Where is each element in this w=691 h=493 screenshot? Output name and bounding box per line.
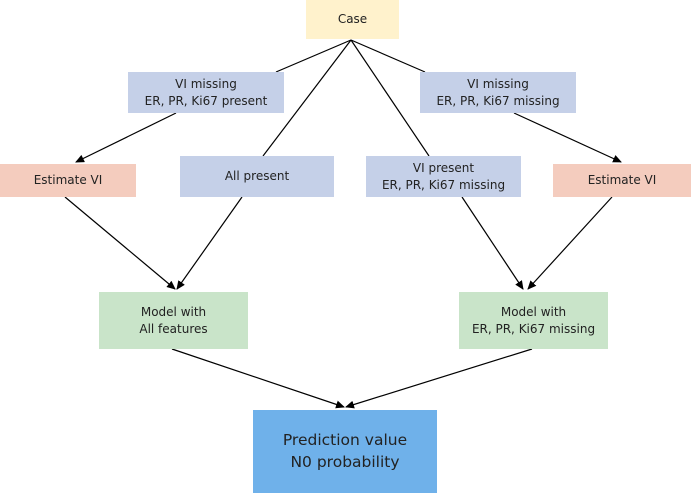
node-vi-missing-left-line-1: VI missing xyxy=(175,77,237,92)
node-model-all-features: Model with All features xyxy=(99,292,248,349)
edge-model-missing-to-prediction xyxy=(345,348,533,409)
node-all-present-line-1: All present xyxy=(224,169,290,184)
node-model-missing: Model with ER, PR, Ki67 missing xyxy=(459,292,608,349)
edge-vi-present-to-model-missing xyxy=(461,196,524,290)
node-vi-missing-left-line-2: ER, PR, Ki67 present xyxy=(144,93,268,108)
node-estimate-vi-left: Estimate VI xyxy=(0,164,136,197)
node-estimate-vi-right-line-1: Estimate VI xyxy=(587,173,657,188)
node-estimate-vi-left-line-1: Estimate VI xyxy=(33,173,103,188)
node-all-present: All present xyxy=(180,156,334,197)
node-prediction: Prediction value N0 probability xyxy=(253,410,437,493)
node-model-missing-line-1: Model with xyxy=(500,305,567,320)
node-model-missing-line-2: ER, PR, Ki67 missing xyxy=(471,321,596,336)
edge-vi-missing-right-to-estimate xyxy=(513,112,622,163)
edge-case-to-vi-missing-right xyxy=(350,39,426,73)
node-model-all-features-line-2: All features xyxy=(139,321,208,336)
node-vi-missing-right-line-1: VI missing xyxy=(467,77,529,92)
node-estimate-vi-right: Estimate VI xyxy=(553,164,691,197)
edge-estimate-right-to-model-missing xyxy=(527,196,613,290)
edge-case-to-all-present xyxy=(262,39,352,157)
edge-estimate-left-to-model-all xyxy=(64,196,176,290)
node-case-line-1: Case xyxy=(337,12,368,27)
node-vi-missing-left: VI missing ER, PR, Ki67 present xyxy=(128,72,284,113)
node-prediction-line-1: Prediction value xyxy=(282,430,408,449)
node-case: Case xyxy=(306,0,399,39)
node-prediction-line-2: N0 probability xyxy=(290,452,400,471)
node-model-all-features-line-1: Model with xyxy=(140,305,207,320)
edge-case-to-vi-missing-left xyxy=(275,39,352,73)
node-vi-present: VI present ER, PR, Ki67 missing xyxy=(366,156,521,197)
node-vi-missing-right-line-2: ER, PR, Ki67 missing xyxy=(436,93,560,108)
node-vi-present-line-1: VI present xyxy=(412,161,475,176)
node-vi-present-line-2: ER, PR, Ki67 missing xyxy=(381,177,506,192)
edge-case-to-vi-present xyxy=(350,39,430,157)
edge-model-all-to-prediction xyxy=(171,348,345,409)
node-vi-missing-right: VI missing ER, PR, Ki67 missing xyxy=(420,72,576,113)
edge-vi-missing-left-to-estimate xyxy=(75,112,177,163)
edge-all-present-to-model-all xyxy=(176,196,243,290)
